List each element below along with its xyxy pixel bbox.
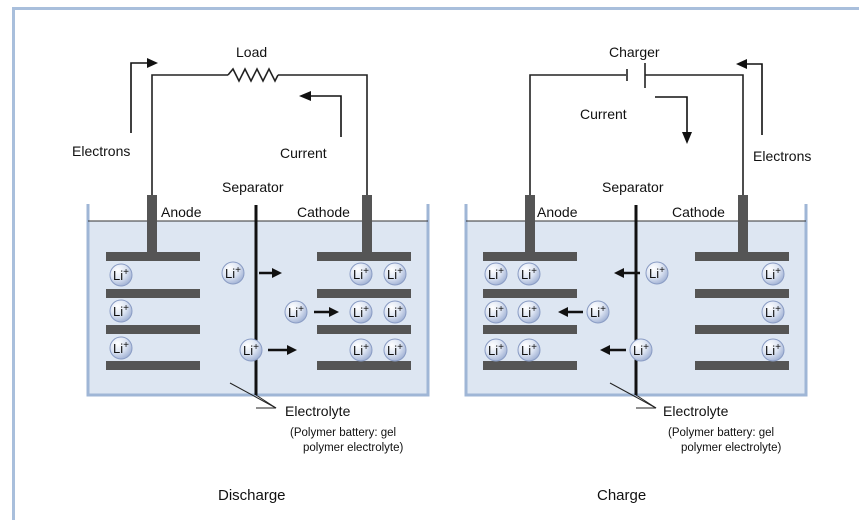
li-ion: Li+ — [517, 262, 541, 286]
li-ion: Li+ — [761, 262, 785, 286]
charge-current-arrowhead-icon — [682, 132, 692, 144]
li-ion: Li+ — [239, 338, 263, 362]
li-ion: Li+ — [484, 262, 508, 286]
discharge-ion-arrows — [259, 268, 339, 355]
svg-text:Li+: Li+ — [113, 340, 129, 356]
li-ion: Li+ — [761, 338, 785, 362]
charge-ion-arrows — [558, 268, 640, 355]
svg-text:Li+: Li+ — [288, 304, 304, 320]
svg-text:Li+: Li+ — [488, 342, 504, 358]
discharge-caption: Discharge — [218, 487, 286, 504]
charge-electron-arrowhead-icon — [736, 59, 747, 69]
discharge-cathode — [317, 195, 411, 370]
li-ion: Li+ — [629, 338, 653, 362]
discharge-anode — [106, 195, 200, 370]
li-ion: Li+ — [383, 300, 407, 324]
discharge-panel: Load Electrons Current Separator Anode C… — [72, 44, 430, 504]
discharge-anode-ions: Li+ Li+ Li+ — [109, 263, 133, 360]
discharge-current-arrowhead-icon — [299, 91, 311, 101]
svg-text:Li+: Li+ — [521, 304, 537, 320]
svg-text:Li+: Li+ — [765, 342, 781, 358]
li-ion: Li+ — [109, 263, 133, 287]
svg-text:Li+: Li+ — [113, 267, 129, 283]
li-ion: Li+ — [517, 338, 541, 362]
discharge-cathode-ions: Li+ Li+ Li+ Li+ Li+ Li+ — [349, 262, 407, 362]
discharge-electron-arrow — [130, 62, 147, 133]
li-ion: Li+ — [484, 338, 508, 362]
charger-label: Charger — [609, 44, 660, 60]
svg-text:Li+: Li+ — [243, 342, 259, 358]
li-ion: Li+ — [383, 338, 407, 362]
li-ion: Li+ — [517, 300, 541, 324]
charge-wire — [529, 74, 744, 195]
charge-anode — [483, 195, 577, 370]
svg-text:Li+: Li+ — [765, 304, 781, 320]
discharge-electrolyte-note-2: polymer electrolyte) — [303, 442, 404, 454]
li-ion: Li+ — [484, 300, 508, 324]
charge-anode-label: Anode — [537, 204, 578, 220]
li-ion: Li+ — [221, 261, 245, 285]
svg-text:Li+: Li+ — [113, 303, 129, 319]
load-label: Load — [236, 44, 267, 60]
charge-current-arrow — [655, 96, 688, 133]
charge-cathode-ions: Li+ Li+ Li+ — [761, 262, 785, 362]
svg-text:Li+: Li+ — [649, 265, 665, 281]
charge-caption: Charge — [597, 487, 646, 504]
charge-electrolyte-note-1: (Polymer battery: gel — [668, 427, 774, 439]
li-ion: Li+ — [761, 300, 785, 324]
svg-text:Li+: Li+ — [353, 304, 369, 320]
charge-panel: Charger Current Electrons Separator Anod… — [464, 44, 811, 504]
discharge-electrons-label: Electrons — [72, 143, 130, 159]
discharge-electrolyte-label: Electrolyte — [285, 403, 351, 419]
svg-text:Li+: Li+ — [590, 304, 606, 320]
svg-text:Li+: Li+ — [225, 265, 241, 281]
charge-migrating-ions: Li+ Li+ Li+ — [586, 261, 669, 362]
discharge-current-label: Current — [280, 145, 327, 161]
svg-text:Li+: Li+ — [521, 266, 537, 282]
li-ion: Li+ — [109, 299, 133, 323]
svg-text:Li+: Li+ — [633, 342, 649, 358]
charge-electron-arrow — [747, 63, 763, 135]
discharge-electrolyte-note-1: (Polymer battery: gel — [290, 427, 396, 439]
charge-electrons-label: Electrons — [753, 148, 811, 164]
li-ion: Li+ — [349, 262, 373, 286]
charge-current-label: Current — [580, 106, 627, 122]
svg-text:Li+: Li+ — [488, 304, 504, 320]
discharge-container-walls — [86, 204, 430, 397]
discharge-cathode-label: Cathode — [297, 204, 350, 220]
svg-text:Li+: Li+ — [353, 266, 369, 282]
li-ion: Li+ — [645, 261, 669, 285]
discharge-current-arrow — [310, 95, 342, 137]
charge-separator-label: Separator — [602, 179, 664, 195]
li-ion: Li+ — [349, 338, 373, 362]
svg-text:Li+: Li+ — [521, 342, 537, 358]
li-ion: Li+ — [586, 300, 610, 324]
svg-text:Li+: Li+ — [488, 266, 504, 282]
charge-electrolyte-label: Electrolyte — [663, 403, 729, 419]
li-ion: Li+ — [109, 336, 133, 360]
discharge-wire — [151, 74, 368, 195]
li-ion: Li+ — [284, 300, 308, 324]
charge-cathode — [695, 195, 789, 370]
svg-text:Li+: Li+ — [387, 342, 403, 358]
discharge-electron-arrowhead-icon — [147, 58, 158, 68]
discharge-migrating-ions: Li+ Li+ Li+ — [221, 261, 308, 362]
discharge-separator-label: Separator — [222, 179, 284, 195]
charge-electrolyte-note-2: polymer electrolyte) — [681, 442, 782, 454]
charger-battery-icon — [626, 63, 646, 88]
li-ion: Li+ — [349, 300, 373, 324]
svg-text:Li+: Li+ — [387, 304, 403, 320]
discharge-anode-label: Anode — [161, 204, 202, 220]
svg-text:Li+: Li+ — [765, 266, 781, 282]
li-ion: Li+ — [383, 262, 407, 286]
charge-anode-ions: Li+ Li+ Li+ Li+ Li+ Li+ — [484, 262, 541, 362]
discharge-electrolyte-pointer-2 — [255, 394, 277, 409]
load-resistor-icon — [227, 67, 279, 83]
charge-cathode-label: Cathode — [672, 204, 725, 220]
charge-electrolyte-pointer-2 — [635, 394, 657, 409]
svg-text:Li+: Li+ — [353, 342, 369, 358]
svg-text:Li+: Li+ — [387, 266, 403, 282]
